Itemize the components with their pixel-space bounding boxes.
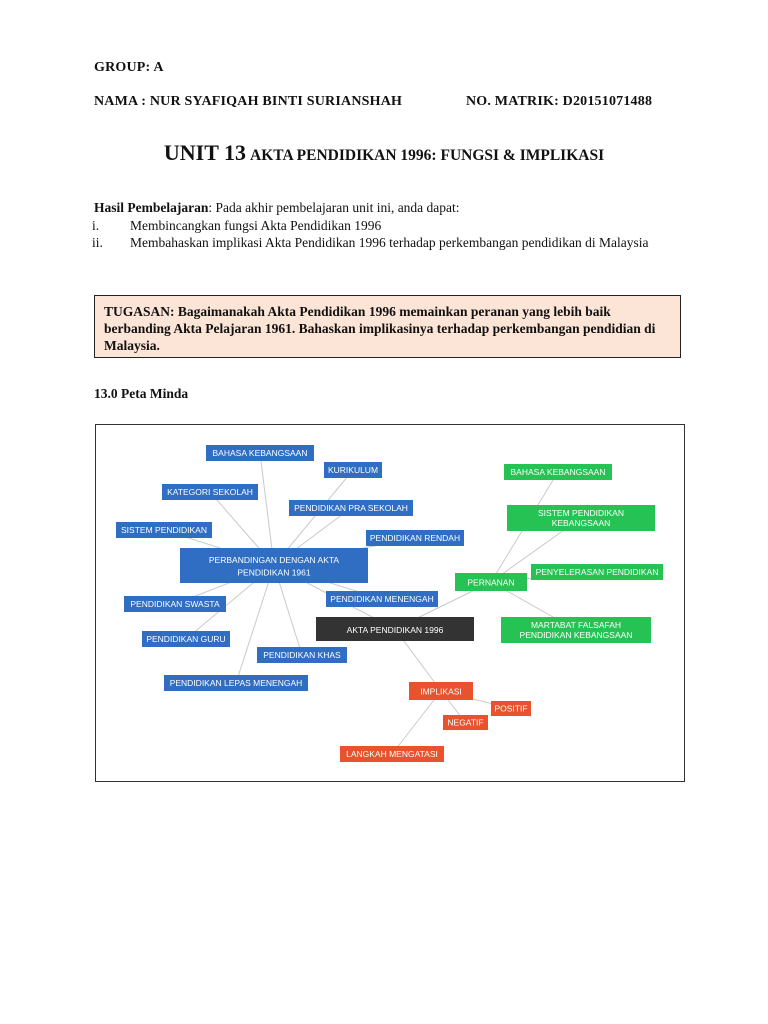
implication-node-box (340, 746, 444, 762)
implication-node-label: POSITIF (494, 703, 527, 713)
connector-line (259, 452, 275, 566)
learning-outcomes-heading: Hasil Pembelajaran: Pada akhir pembelaja… (94, 200, 460, 216)
group-label: GROUP: A (94, 60, 164, 75)
learning-outcomes-intro: : Pada akhir pembelajaran unit ini, anda… (208, 200, 460, 215)
comparison-node-label: PENDIDIKAN RENDAH (370, 533, 460, 543)
implication-hub-node: IMPLIKASI (409, 682, 473, 700)
comparison-node-label: PENDIDIKAN LEPAS MENENGAH (170, 678, 303, 688)
objective-item: ii. Membahaskan implikasi Akta Pendidika… (92, 235, 682, 271)
matric-number: NO. MATRIK: D20151071488 (466, 94, 653, 109)
center-node-label: AKTA PENDIDIKAN 1996 (347, 625, 444, 635)
comparison-node-label: BAHASA KEBANGSAAN (213, 448, 308, 458)
comparison-node-label: PENDIDIKAN PRA SEKOLAH (294, 503, 408, 513)
section-heading: 13.0 Peta Minda (94, 386, 189, 401)
comparison-hub-node-box (180, 548, 368, 583)
comparison-node: PENDIDIKAN SWASTA (124, 596, 226, 612)
comparison-node-label: PENDIDIKAN MENENGAH (330, 594, 433, 604)
comparison-node-box (257, 647, 347, 663)
role-hub-node-box (455, 573, 527, 591)
role-node-box (507, 505, 655, 531)
comparison-node: BAHASA KEBANGSAAN (206, 445, 314, 461)
comparison-node: PENDIDIKAN PRA SEKOLAH (289, 500, 413, 516)
role-node: PENYELERASAN PENDIDIKAN (531, 564, 663, 580)
role-node-label: PENYELERASAN PENDIDIKAN (536, 567, 659, 577)
implication-node-box (491, 701, 531, 716)
comparison-node-label: PENDIDIKAN KHAS (263, 650, 341, 660)
role-node-label: MARTABAT FALSAFAH (531, 620, 621, 630)
unit-number: UNIT 13 (163, 140, 247, 165)
comparison-node-box (324, 462, 382, 478)
comparison-node: PENDIDIKAN GURU (142, 631, 230, 647)
implication-hub-node-label: IMPLIKASI (420, 687, 462, 697)
role-node-box (531, 564, 663, 580)
center-node-box (316, 617, 474, 641)
mind-map-nodes: AKTA PENDIDIKAN 1996 PERBANDINGAN DENGAN … (116, 445, 663, 762)
implication-node-box (443, 715, 488, 730)
connector-line (235, 565, 275, 684)
connector-line (391, 690, 442, 755)
implication-node: POSITIF (491, 701, 531, 716)
role-node-box (501, 617, 651, 643)
comparison-node: PENDIDIKAN RENDAH (366, 530, 464, 546)
comparison-hub-node: PERBANDINGAN DENGAN AKTA PENDIDIKAN 1961 (180, 548, 368, 583)
comparison-node-label: KATEGORI SEKOLAH (167, 487, 253, 497)
comparison-node: PENDIDIKAN LEPAS MENENGAH (164, 675, 308, 691)
implication-node-label: NEGATIF (447, 717, 483, 727)
comparison-node: KURIKULUM (324, 462, 382, 478)
mind-map: AKTA PENDIDIKAN 1996 PERBANDINGAN DENGAN … (95, 424, 685, 782)
implication-node: LANGKAH MENGATASI (340, 746, 444, 762)
unit-subtitle: AKTA PENDIDIKAN 1996: FUNGSI & IMPLIKASI (250, 147, 605, 164)
implication-node-label: LANGKAH MENGATASI (346, 749, 438, 759)
objective-number: i. (92, 218, 100, 233)
role-node-box (504, 464, 612, 480)
student-name: NAMA : NUR SYAFIQAH BINTI SURIANSHAH (94, 94, 403, 109)
role-hub-node: PERNANAN (455, 573, 527, 591)
comparison-node-box (164, 675, 308, 691)
comparison-node: SISTEM PENDIDIKAN (116, 522, 212, 538)
implication-hub-node-box (409, 682, 473, 700)
comparison-node-box (206, 445, 314, 461)
comparison-node-label: SISTEM PENDIDIKAN (121, 525, 207, 535)
comparison-node-box (326, 591, 438, 607)
comparison-node-box (162, 484, 258, 500)
task-text: TUGASAN: Bagaimanakah Akta Pendidikan 19… (104, 304, 656, 353)
comparison-node-box (142, 631, 230, 647)
comparison-hub-node-label: PENDIDIKAN 1961 (237, 568, 310, 578)
objective-text: Membahaskan implikasi Akta Pendidikan 19… (130, 235, 649, 250)
comparison-node: PENDIDIKAN MENENGAH (326, 591, 438, 607)
objective-item: i. Membincangkan fungsi Akta Pendidikan … (92, 218, 682, 236)
role-node-label: BAHASA KEBANGSAAN (511, 467, 606, 477)
objective-number: ii. (92, 235, 103, 250)
role-node: BAHASA KEBANGSAAN (504, 464, 612, 480)
role-node-label: SISTEM PENDIDIKAN (538, 508, 624, 518)
implication-node: NEGATIF (443, 715, 488, 730)
role-node-label: KEBANGSAAN (552, 518, 611, 528)
page-title: UNIT 13 AKTA PENDIDIKAN 1996: FUNGSI & I… (0, 140, 768, 166)
comparison-node-box (366, 530, 464, 546)
comparison-node-box (289, 500, 413, 516)
learning-outcomes-label: Hasil Pembelajaran (94, 200, 209, 215)
comparison-node-box (124, 596, 226, 612)
comparison-node: KATEGORI SEKOLAH (162, 484, 258, 500)
role-node-label: PENDIDIKAN KEBANGSAAN (520, 630, 633, 640)
comparison-node: PENDIDIKAN KHAS (257, 647, 347, 663)
mind-map-canvas: AKTA PENDIDIKAN 1996 PERBANDINGAN DENGAN … (116, 445, 663, 762)
objective-text: Membincangkan fungsi Akta Pendidikan 199… (130, 218, 382, 233)
comparison-node-label: PENDIDIKAN SWASTA (130, 599, 220, 609)
task-box: TUGASAN: Bagaimanakah Akta Pendidikan 19… (94, 295, 681, 358)
comparison-hub-node-label: PERBANDINGAN DENGAN AKTA (209, 555, 340, 565)
comparison-node-label: KURIKULUM (328, 465, 378, 475)
role-hub-node-label: PERNANAN (467, 578, 514, 588)
comparison-node-box (116, 522, 212, 538)
center-node: AKTA PENDIDIKAN 1996 (316, 617, 474, 641)
comparison-node-label: PENDIDIKAN GURU (146, 634, 225, 644)
